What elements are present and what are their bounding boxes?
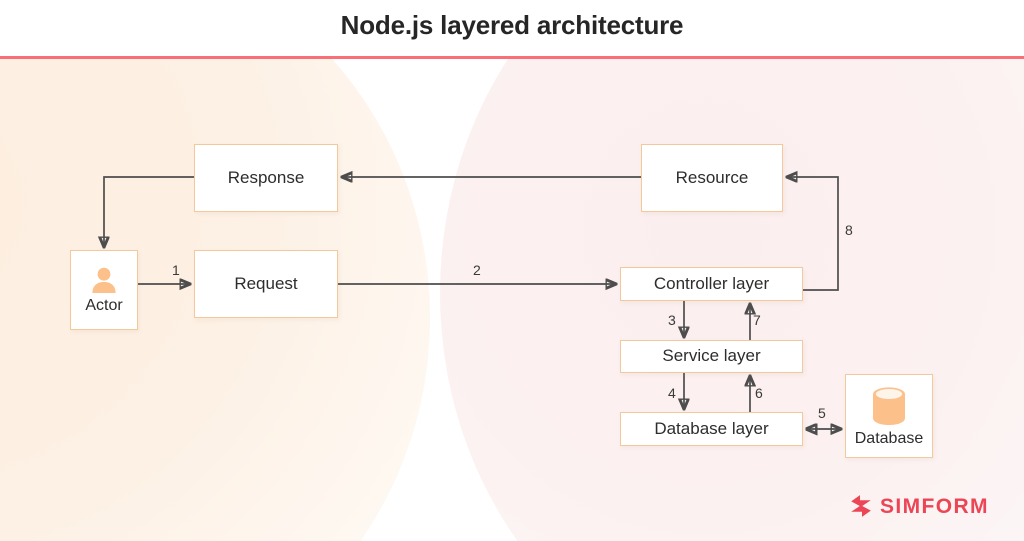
brand-wordmark: SIMFORM	[880, 494, 989, 518]
node-database[interactable]: Database	[845, 374, 933, 458]
database-icon	[873, 387, 905, 425]
header-bar: Node.js layered architecture	[0, 0, 1024, 58]
node-response-label: Response	[227, 167, 305, 187]
node-database-layer[interactable]: Database layer	[620, 412, 803, 446]
step-label-8: 8	[845, 222, 853, 238]
node-controller-layer-label: Controller layer	[653, 273, 770, 293]
step-label-5: 5	[818, 405, 826, 421]
brand-logo: SIMFORM	[849, 494, 989, 518]
step-label-4: 4	[668, 385, 676, 401]
node-actor[interactable]: Actor	[70, 250, 138, 330]
node-service-layer-label: Service layer	[662, 346, 761, 366]
page-title: Node.js layered architecture	[340, 10, 684, 40]
node-service-layer[interactable]: Service layer	[620, 340, 803, 373]
node-resource[interactable]: Resource	[641, 144, 783, 212]
header-accent-rule	[0, 56, 1024, 59]
node-request-label: Request	[234, 273, 298, 293]
node-controller-layer[interactable]: Controller layer	[620, 267, 803, 301]
node-resource-label: Resource	[675, 167, 749, 187]
diagram-background	[0, 58, 1024, 541]
node-database-label: Database	[854, 429, 924, 447]
node-actor-label: Actor	[85, 296, 123, 314]
simform-logo-icon	[851, 495, 871, 517]
person-icon	[92, 267, 116, 293]
step-label-1: 1	[172, 262, 180, 278]
step-label-6: 6	[755, 385, 763, 401]
node-request[interactable]: Request	[194, 250, 338, 318]
node-response[interactable]: Response	[194, 144, 338, 212]
step-label-7: 7	[753, 312, 761, 328]
step-label-3: 3	[668, 312, 676, 328]
node-database-layer-label: Database layer	[654, 418, 769, 438]
step-label-2: 2	[473, 262, 481, 278]
